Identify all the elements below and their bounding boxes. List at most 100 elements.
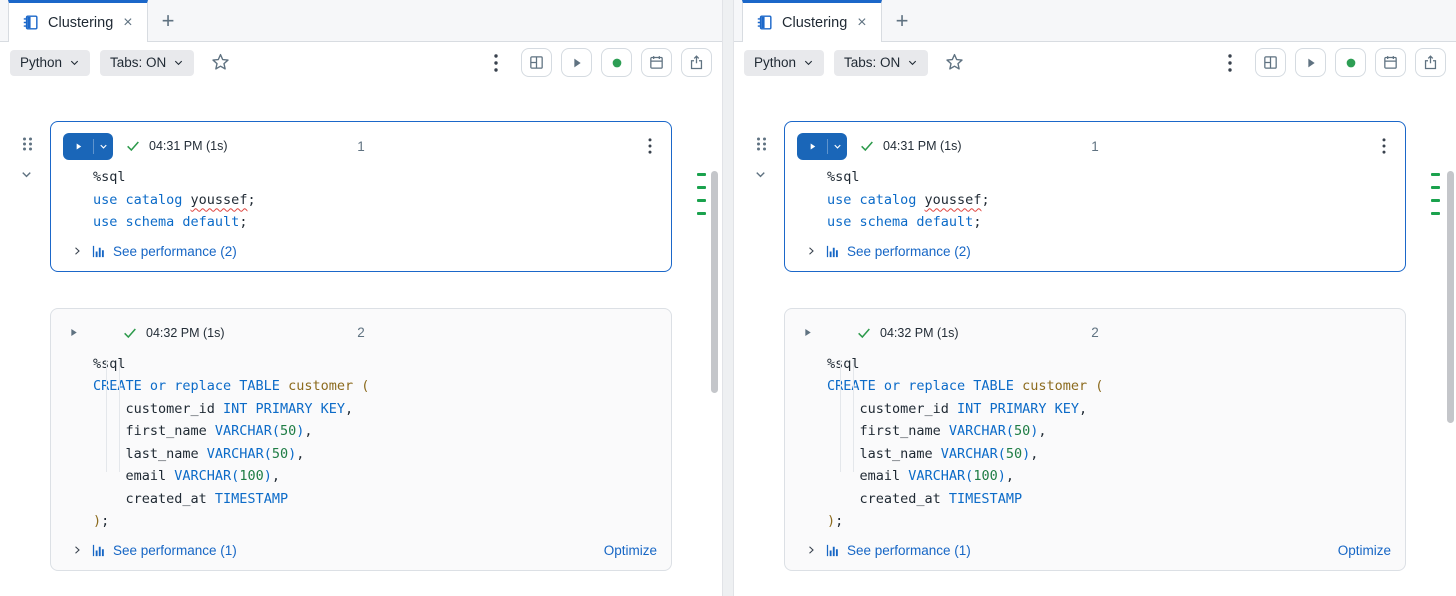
more-actions-button[interactable] bbox=[1222, 52, 1238, 74]
drag-dots-icon bbox=[23, 137, 32, 151]
chevron-right-icon[interactable] bbox=[71, 245, 83, 257]
run-button-divider bbox=[827, 138, 828, 154]
tabs-toggle[interactable]: Tabs: ON bbox=[834, 49, 929, 76]
new-tab-button[interactable]: + bbox=[148, 0, 189, 41]
code-line: first_name VARCHAR(50), bbox=[827, 423, 1047, 439]
vertical-scrollbar-thumb[interactable] bbox=[711, 171, 718, 393]
kebab-icon bbox=[494, 53, 498, 72]
run-options-chevron-icon[interactable] bbox=[828, 141, 847, 152]
bar-chart-icon bbox=[826, 245, 838, 257]
favorite-button[interactable] bbox=[210, 52, 231, 73]
bar-chart-icon bbox=[826, 544, 838, 556]
share-button[interactable] bbox=[681, 48, 712, 77]
play-icon[interactable] bbox=[797, 141, 827, 152]
code-line: %sql bbox=[93, 355, 126, 372]
share-button[interactable] bbox=[1415, 48, 1446, 77]
favorite-button[interactable] bbox=[944, 52, 965, 73]
minimap-dash bbox=[1431, 173, 1440, 176]
close-tab-icon[interactable]: × bbox=[857, 13, 867, 31]
play-icon bbox=[71, 328, 77, 337]
tabs-toggle[interactable]: Tabs: ON bbox=[100, 49, 195, 76]
notebook-pane-right: Clustering × + Python Tabs: ON bbox=[734, 0, 1456, 596]
optimize-link[interactable]: Optimize bbox=[1337, 542, 1391, 558]
notebook-toolbar: Python Tabs: ON bbox=[734, 42, 1456, 83]
chevron-right-icon[interactable] bbox=[71, 544, 83, 556]
close-tab-icon[interactable]: × bbox=[123, 13, 133, 31]
code-line: use schema default; bbox=[93, 214, 248, 230]
code-line: customer_id INT PRIMARY KEY, bbox=[827, 400, 1088, 417]
compute-status-button[interactable] bbox=[1335, 48, 1366, 77]
star-icon bbox=[212, 53, 230, 70]
tab-clustering[interactable]: Clustering × bbox=[742, 0, 882, 42]
play-icon bbox=[573, 58, 581, 67]
cell-menu-button[interactable] bbox=[643, 136, 657, 156]
run-cell-button[interactable] bbox=[63, 132, 113, 160]
optimize-link[interactable]: Optimize bbox=[603, 542, 657, 558]
run-cell-button[interactable] bbox=[797, 132, 847, 160]
kebab-icon bbox=[1382, 138, 1386, 154]
play-icon[interactable] bbox=[63, 141, 93, 152]
run-cell-button[interactable] bbox=[63, 326, 84, 339]
see-performance-link[interactable]: See performance (1) bbox=[825, 543, 971, 558]
cell-header: 04:32 PM (1s) 2 bbox=[797, 319, 1393, 347]
more-actions-button[interactable] bbox=[488, 52, 504, 74]
cell-drag-handle[interactable] bbox=[21, 136, 34, 157]
cell-number: 1 bbox=[1091, 138, 1099, 154]
run-cell-button[interactable] bbox=[797, 326, 818, 339]
schedule-button[interactable] bbox=[641, 48, 672, 77]
layout-view-button[interactable] bbox=[1255, 48, 1286, 77]
language-selector[interactable]: Python bbox=[10, 49, 91, 76]
code-line: created_at TIMESTAMP bbox=[827, 490, 1023, 507]
cell-number: 2 bbox=[1091, 325, 1099, 340]
collapse-cell-button[interactable] bbox=[19, 167, 34, 185]
minimap-dash bbox=[1431, 199, 1440, 202]
chevron-down-icon bbox=[70, 60, 79, 66]
collapse-cell-button[interactable] bbox=[753, 167, 768, 185]
see-performance-link[interactable]: See performance (2) bbox=[91, 244, 237, 259]
play-icon bbox=[1307, 58, 1315, 67]
vertical-scrollbar-thumb[interactable] bbox=[1447, 171, 1454, 423]
split-divider[interactable] bbox=[722, 0, 734, 596]
cell-footer: See performance (1) Optimize bbox=[785, 535, 1405, 570]
chevron-right-icon[interactable] bbox=[805, 245, 817, 257]
cell-number: 2 bbox=[357, 325, 365, 340]
language-selector[interactable]: Python bbox=[744, 49, 825, 76]
layout-view-button[interactable] bbox=[521, 48, 552, 77]
cell-menu-button[interactable] bbox=[1377, 136, 1391, 156]
tab-clustering[interactable]: Clustering × bbox=[8, 0, 148, 42]
see-performance-link[interactable]: See performance (2) bbox=[825, 244, 971, 259]
green-status-dot-icon bbox=[1346, 58, 1355, 67]
calendar-icon bbox=[1384, 56, 1397, 69]
indent-guide bbox=[853, 359, 854, 472]
chevron-right-icon[interactable] bbox=[805, 544, 817, 556]
cell-header: 04:32 PM (1s) 2 bbox=[63, 319, 659, 347]
compute-status-button[interactable] bbox=[601, 48, 632, 77]
schedule-button[interactable] bbox=[1375, 48, 1406, 77]
tab-title: Clustering bbox=[48, 14, 114, 31]
last-run-time: 04:31 PM (1s) bbox=[149, 139, 228, 153]
new-tab-button[interactable]: + bbox=[882, 0, 923, 41]
minimap-dash bbox=[1431, 186, 1440, 189]
cell-drag-handle[interactable] bbox=[755, 136, 768, 157]
code-line: created_at TIMESTAMP bbox=[93, 490, 289, 507]
see-performance-link[interactable]: See performance (1) bbox=[91, 543, 237, 558]
run-all-button[interactable] bbox=[561, 48, 592, 77]
minimap-dash bbox=[697, 199, 706, 202]
code-line: customer_id INT PRIMARY KEY, bbox=[93, 400, 354, 417]
star-icon bbox=[946, 53, 964, 70]
drag-dots-icon bbox=[757, 137, 766, 151]
kebab-icon bbox=[1228, 53, 1232, 72]
bar-chart-icon bbox=[92, 245, 104, 257]
run-options-chevron-icon[interactable] bbox=[94, 141, 113, 152]
cell-header: 04:31 PM (1s) 1 bbox=[797, 132, 1393, 160]
tabs-toggle-label: Tabs: ON bbox=[844, 55, 901, 70]
run-all-button[interactable] bbox=[1295, 48, 1326, 77]
code-line: use catalog youssef; bbox=[93, 191, 256, 208]
indent-guide bbox=[119, 359, 120, 472]
